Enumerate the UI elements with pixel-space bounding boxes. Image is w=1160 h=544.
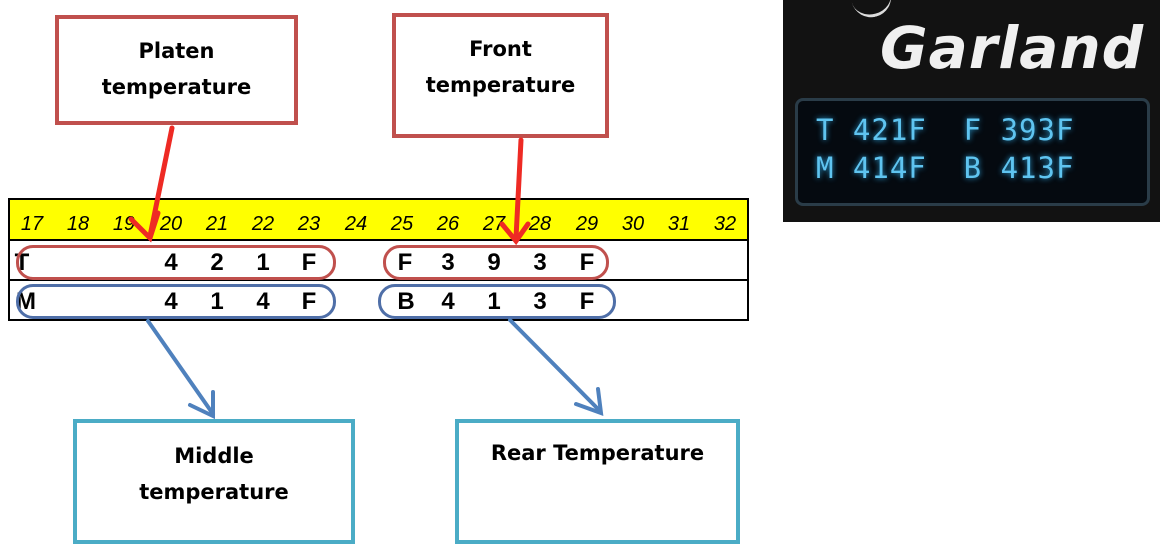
column-ruler: 17 18 19 20 21 22 23 24 25 26 27 28 29 3… — [8, 198, 749, 241]
front-temperature-callout: Front temperature — [392, 13, 609, 138]
platen-value-highlight — [16, 245, 336, 280]
ruler-tick: 30 — [621, 213, 645, 235]
row1-char: 3 — [441, 249, 455, 276]
front-callout-line-1: Front — [469, 37, 532, 61]
middle-temperature-callout: Middle temperature — [73, 419, 355, 544]
display-character-table: T 4 2 1 F F 3 9 3 F M 4 1 4 F B 4 1 3 F — [8, 241, 749, 321]
ruler-tick: 22 — [251, 213, 275, 235]
ruler-tick: 29 — [575, 213, 599, 235]
lcd-line-1: T 421F F 393F — [816, 113, 1075, 147]
controller-display-photo: Garland T 421F F 393F M 414F B 413F — [783, 0, 1160, 222]
row2-char: 4 — [164, 288, 178, 315]
middle-callout-line-1: Middle — [174, 444, 254, 468]
rear-value-highlight — [378, 284, 616, 319]
row1-char: F — [397, 249, 413, 276]
middle-arrow — [146, 319, 215, 420]
lcd-display: T 421F F 393F M 414F B 413F — [795, 98, 1150, 206]
lcd-line-2: M 414F B 413F — [816, 151, 1075, 185]
row2-char: F — [579, 288, 595, 315]
row1-char: 3 — [533, 249, 547, 276]
row1-char: 9 — [487, 249, 501, 276]
row1-char: F — [579, 249, 595, 276]
ruler-tick: 27 — [482, 213, 506, 235]
row2-char: B — [397, 288, 415, 315]
ruler-tick: 31 — [667, 213, 691, 235]
middle-value-highlight — [16, 284, 336, 319]
platen-temperature-callout: Platen temperature — [55, 15, 298, 125]
ruler-tick: 21 — [205, 213, 229, 235]
row2-char: 1 — [487, 288, 501, 315]
front-callout-line-2: temperature — [425, 73, 576, 97]
ruler-tick: 19 — [112, 213, 136, 235]
platen-callout-line-1: Platen — [138, 39, 215, 63]
row2-char: 3 — [533, 288, 547, 315]
row2-char: 4 — [256, 288, 270, 315]
ruler-tick: 26 — [436, 213, 460, 235]
rear-temperature-callout: Rear Temperature — [455, 419, 740, 544]
brand-logo: Garland — [880, 14, 1145, 82]
ruler-tick: 17 — [20, 213, 44, 235]
row2-char: 4 — [441, 288, 455, 315]
ruler-tick: 28 — [528, 213, 552, 235]
table-row-divider — [10, 279, 747, 281]
row1-char: 1 — [256, 249, 270, 276]
row2-char: 1 — [210, 288, 224, 315]
row1-char: 2 — [210, 249, 224, 276]
front-value-highlight — [383, 245, 609, 280]
rear-arrow — [508, 318, 604, 416]
ruler-tick: 32 — [713, 213, 737, 235]
ruler-tick: 25 — [390, 213, 414, 235]
row1-char: 4 — [164, 249, 178, 276]
middle-callout-line-2: temperature — [139, 480, 289, 504]
rear-callout-line-1: Rear Temperature — [490, 441, 705, 465]
platen-callout-line-2: temperature — [101, 75, 252, 99]
row1-char: F — [301, 249, 317, 276]
ruler-tick: 20 — [159, 213, 183, 235]
ruler-tick: 24 — [344, 213, 368, 235]
row2-char: F — [301, 288, 317, 315]
ruler-tick: 23 — [297, 213, 321, 235]
ruler-tick: 18 — [66, 213, 90, 235]
